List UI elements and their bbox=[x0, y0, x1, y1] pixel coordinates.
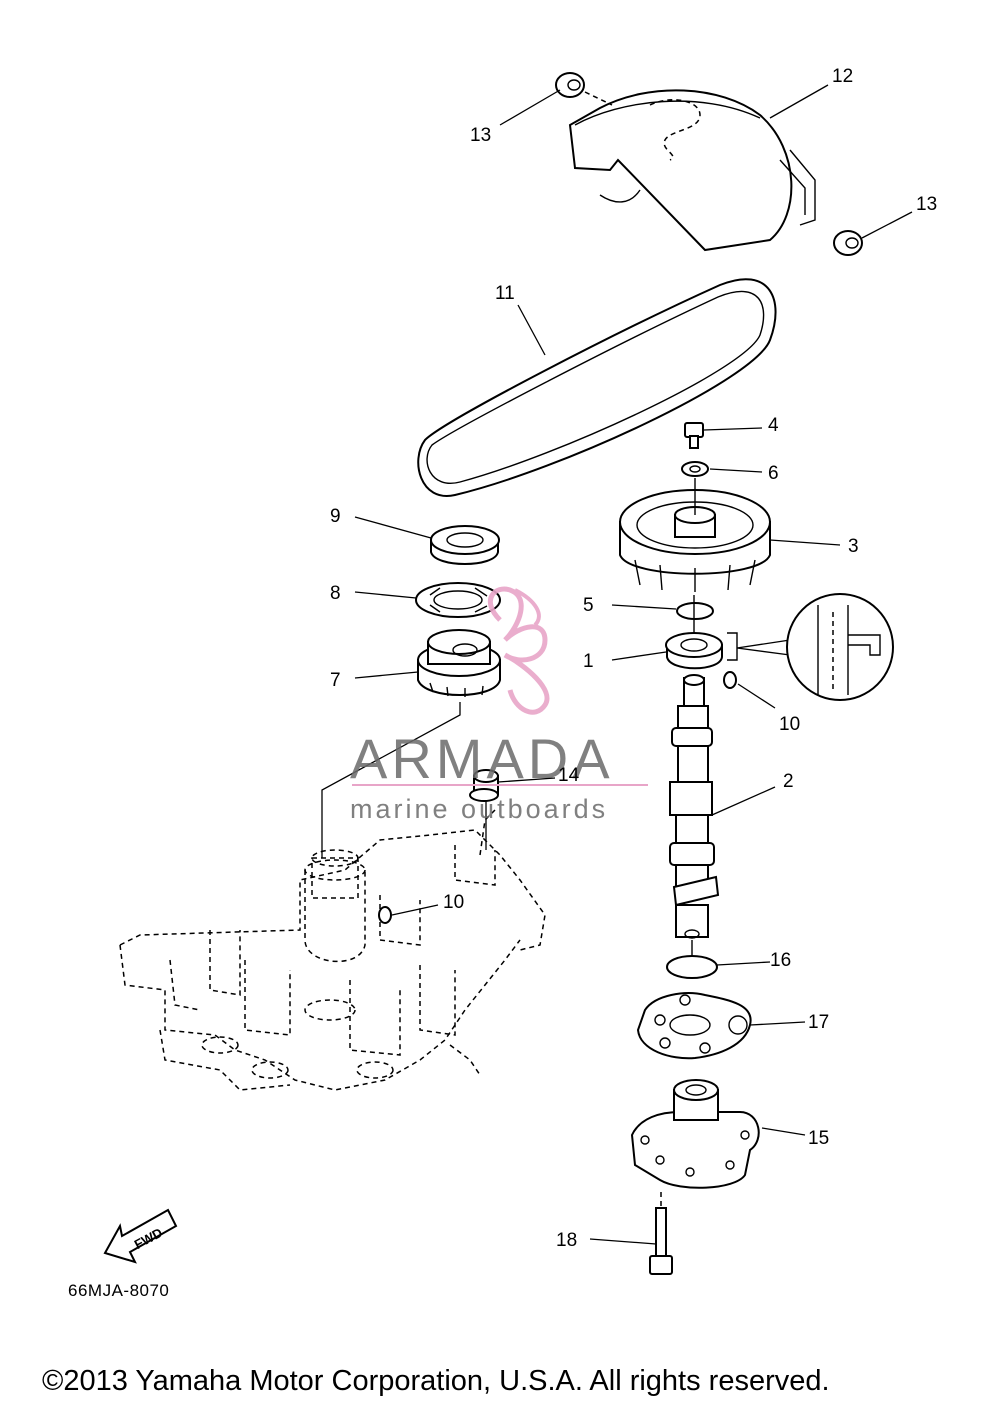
callouts: 1 2 3 4 5 6 7 8 9 10 10 11 12 13 13 14 1… bbox=[330, 66, 937, 1251]
part-16-o-ring bbox=[666, 955, 718, 979]
callout-18: 18 bbox=[556, 1230, 577, 1251]
callout-10-camshaft-key: 10 bbox=[779, 714, 800, 735]
callout-16: 16 bbox=[770, 950, 791, 971]
part-1-oil-seal bbox=[665, 632, 791, 670]
callout-10-crank-key: 10 bbox=[443, 892, 464, 913]
callout-7: 7 bbox=[330, 670, 341, 691]
diagram-code: 66MJA-8070 bbox=[68, 1281, 169, 1300]
watermark-tagline: marine outboards bbox=[350, 794, 608, 824]
part-5-washer bbox=[676, 602, 714, 620]
part-12-belt-cover bbox=[568, 89, 816, 252]
callout-3: 3 bbox=[848, 536, 859, 557]
callout-5: 5 bbox=[583, 595, 594, 616]
callout-14: 14 bbox=[558, 765, 580, 786]
detail-inset-key bbox=[786, 593, 894, 701]
part-8-plate bbox=[415, 582, 501, 618]
callout-4: 4 bbox=[768, 415, 779, 436]
part-11-timing-belt bbox=[417, 278, 777, 497]
callout-12: 12 bbox=[832, 66, 853, 87]
watermark-logo-propeller bbox=[487, 586, 550, 715]
callout-8: 8 bbox=[330, 583, 341, 604]
part-6-washer bbox=[681, 461, 709, 477]
callout-1: 1 bbox=[583, 651, 594, 672]
callout-15: 15 bbox=[808, 1128, 829, 1149]
callout-11: 11 bbox=[495, 283, 515, 304]
part-7-drive-pulley bbox=[417, 629, 501, 697]
part-9-oil-seal bbox=[430, 525, 500, 565]
part-2-camshaft bbox=[669, 674, 720, 939]
part-4-bolt bbox=[684, 422, 704, 449]
callout-6: 6 bbox=[768, 463, 779, 484]
callout-9: 9 bbox=[330, 506, 341, 527]
callout-13-right: 13 bbox=[916, 194, 937, 215]
leader-lines bbox=[354, 84, 913, 1245]
part-15-oil-pump bbox=[630, 1079, 760, 1189]
part-13-grommet-top bbox=[555, 72, 613, 106]
callout-13-top: 13 bbox=[470, 125, 491, 146]
fwd-arrow-icon: FWD bbox=[103, 1208, 178, 1264]
part-17-gasket bbox=[636, 992, 752, 1060]
part-10-key-camshaft bbox=[723, 671, 737, 689]
callout-17: 17 bbox=[808, 1012, 829, 1033]
part-18-bolt bbox=[649, 1192, 673, 1275]
connector-pulley-to-crank bbox=[321, 702, 461, 858]
watermark-armada: ARMADA marine outboards bbox=[350, 586, 648, 824]
watermark-brand: ARMADA bbox=[350, 727, 614, 790]
engine-block-phantom bbox=[119, 809, 546, 1091]
part-13-grommet-right bbox=[833, 230, 863, 256]
copyright-notice: ©2013 Yamaha Motor Corporation, U.S.A. A… bbox=[42, 1365, 830, 1397]
callout-2: 2 bbox=[783, 771, 794, 792]
part-3-driven-pulley bbox=[619, 478, 771, 592]
